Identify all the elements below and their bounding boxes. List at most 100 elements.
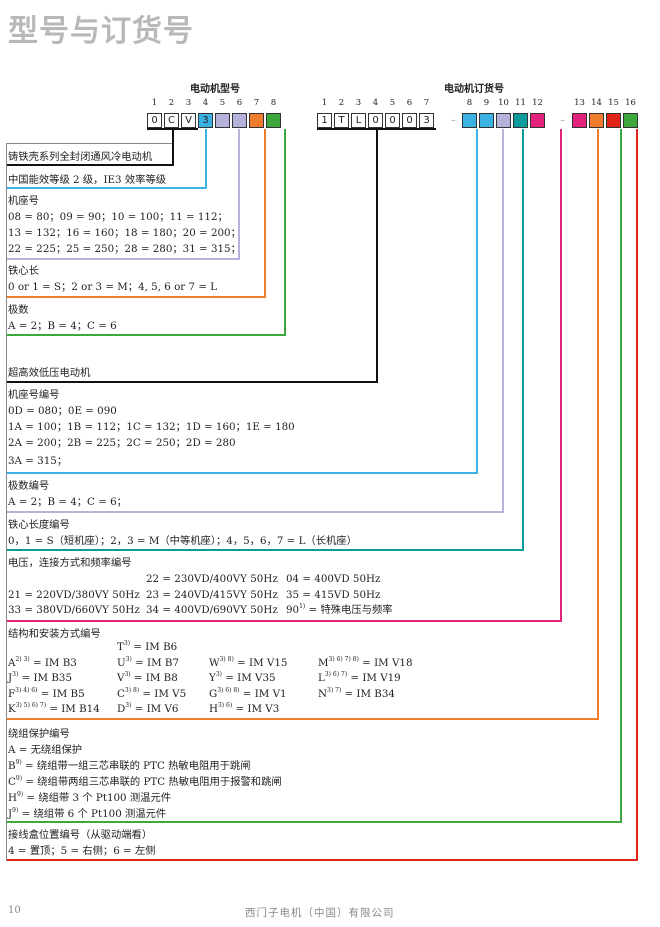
mounting-item: J3) = IM B35 xyxy=(8,671,73,685)
voltage-r1c3: 04 = 400VD 50Hz xyxy=(286,573,381,585)
voltage-r3c3: 901) = 特殊电压与频率 xyxy=(286,603,393,617)
terminal-box-line-1: 4 = 置顶；5 = 右侧；6 = 左侧 xyxy=(8,845,156,857)
section-terminal-box-title: 接线盒位置编号（从驱动端看） xyxy=(8,829,153,841)
section-poles-title: 极数 xyxy=(8,304,29,316)
poles-code-line-1: A = 2；B = 4；C = 6； xyxy=(8,496,127,508)
mounting-item: Y3) = IM V35 xyxy=(209,671,276,685)
order-pos-11: 11 xyxy=(515,98,526,108)
section-cast-iron-title: 铸铁壳系列全封闭通风冷电动机 xyxy=(8,151,153,163)
model-4-h xyxy=(6,187,207,189)
model-box-6 xyxy=(232,113,247,128)
mounting-item: A2) 3) = IM B3 xyxy=(8,656,77,670)
section-premium-title: 超高效低压电动机 xyxy=(8,367,91,379)
model-pos-6: 6 xyxy=(236,98,243,108)
winding-item: H9) = 绕组带 3 个 Pt100 测温元件 xyxy=(8,791,172,805)
model-box-8 xyxy=(266,113,281,128)
core-line-1: 0 or 1 = S；2 or 3 = M；4, 5, 6 or 7 = L xyxy=(8,281,218,293)
order-pos-8: 8 xyxy=(466,98,473,108)
order-14-h xyxy=(6,718,599,720)
order-header: 电动机订货号 xyxy=(444,84,504,95)
order-10-v xyxy=(502,129,504,513)
model-pos-5: 5 xyxy=(219,98,226,108)
section-efficiency-title: 中国能效等级 2 级，IE3 效率等级 xyxy=(8,174,167,186)
order-11-v xyxy=(522,129,524,551)
mounting-item: V3) = IM B8 xyxy=(117,671,178,685)
mounting-item: T3) = IM B6 xyxy=(117,640,178,654)
voltage-r3c1: 33 = 380VD/660VY 50Hz xyxy=(8,604,140,616)
order-12-13-v xyxy=(560,129,562,622)
frame-line-2: 13 = 132；16 = 160；18 = 180；20 = 200； xyxy=(8,227,241,239)
section-frame-title: 机座号 xyxy=(8,195,39,207)
order-pos-6: 6 xyxy=(406,98,413,108)
voltage-r2c3: 35 = 415VD 50Hz xyxy=(286,589,381,601)
section-core-title: 铁心长 xyxy=(8,265,39,277)
mounting-item: D3) = IM V6 xyxy=(117,702,179,716)
order-dash-2: – xyxy=(560,115,565,126)
model-header: 电动机型号 xyxy=(190,84,240,95)
frame-code-line-2: 1A = 100；1B = 112；1C = 132；1D = 160；1E =… xyxy=(8,421,295,433)
winding-item: C9) = 绕组带两组三芯串联的 PTC 热敏电阻用于报警和跳闸 xyxy=(8,775,282,789)
voltage-r2c2: 23 = 240VD/415VY 50Hz xyxy=(146,589,278,601)
page-number: 10 xyxy=(8,905,21,916)
order-pos-14: 14 xyxy=(591,98,602,108)
section-core-code-title: 铁心长度编号 xyxy=(8,519,70,531)
section-voltage-title: 电压，连接方式和频率编号 xyxy=(8,557,132,569)
order-16-v xyxy=(636,129,638,861)
order-dash-1: – xyxy=(451,115,456,126)
model-bracket-h xyxy=(6,164,174,166)
mounting-item: H3) 6) = IM V3 xyxy=(209,702,280,716)
order-8-9-v xyxy=(476,129,478,474)
order-box-8 xyxy=(462,113,477,128)
mounting-item: K3) 5) 6) 7) = IM B14 xyxy=(8,702,100,716)
order-pos-15: 15 xyxy=(608,98,619,108)
voltage-r2c1: 21 = 220VD/380VY 50Hz xyxy=(8,589,140,601)
voltage-r1c2: 22 = 230VD/400VY 50Hz xyxy=(146,573,278,585)
order-box-5: 0 xyxy=(385,113,400,128)
mounting-item: U3) = IM B7 xyxy=(117,656,180,670)
order-pos-10: 10 xyxy=(498,98,509,108)
model-pos-2: 2 xyxy=(168,98,175,108)
order-box-16 xyxy=(623,113,638,128)
model-pos-4: 4 xyxy=(202,98,209,108)
model-box-3: V xyxy=(181,113,196,128)
order-pos-3: 3 xyxy=(355,98,362,108)
model-box-4: 3 xyxy=(198,113,213,128)
company-name: 西门子电机（中国）有限公司 xyxy=(245,907,395,919)
order-pos-5: 5 xyxy=(389,98,396,108)
winding-item: J9) = 绕组带 6 个 Pt100 测温元件 xyxy=(8,807,167,821)
model-box-1: 0 xyxy=(147,113,162,128)
section-poles-code-title: 极数编号 xyxy=(8,480,50,492)
section-frame-code-title: 机座号编号 xyxy=(8,389,60,401)
order-pos-9: 9 xyxy=(483,98,490,108)
frame-top xyxy=(6,143,172,144)
order-12-13-h xyxy=(6,620,562,622)
model-bracket-v xyxy=(172,128,174,165)
order-pos-16: 16 xyxy=(625,98,636,108)
model-box-5 xyxy=(215,113,230,128)
model-pos-7: 7 xyxy=(253,98,260,108)
mounting-item: G3) 6) 8) = IM V1 xyxy=(209,687,287,701)
order-pos-4: 4 xyxy=(372,98,379,108)
model-pos-1: 1 xyxy=(151,98,158,108)
order-box-15 xyxy=(606,113,621,128)
order-box-4: 0 xyxy=(368,113,383,128)
voltage-r3c2: 34 = 400VD/690VY 50Hz xyxy=(146,604,278,616)
frame-code-line-3: 2A = 200；2B = 225；2C = 250；2D = 280 xyxy=(8,437,236,449)
order-box-9 xyxy=(479,113,494,128)
order-15-v xyxy=(620,129,622,823)
order-box-6: 0 xyxy=(402,113,417,128)
frame-line-3: 22 = 225；25 = 250；28 = 280；31 = 315； xyxy=(8,243,241,255)
mounting-item: F3) 4) 6) = IM B5 xyxy=(8,687,85,701)
model-7-h xyxy=(6,296,266,298)
winding-item: A = 无绕组保护 xyxy=(8,744,83,756)
frame-code-line-1: 0D = 080；0E = 090 xyxy=(8,405,117,417)
section-winding-title: 绕组保护编号 xyxy=(8,728,70,740)
order-box-13 xyxy=(572,113,587,128)
page-title: 型号与订货号 xyxy=(8,14,194,49)
order-pos-7: 7 xyxy=(423,98,430,108)
mounting-item: C3) 8) = IM V5 xyxy=(117,687,187,701)
order-pos-12: 12 xyxy=(532,98,543,108)
order-pos-13: 13 xyxy=(574,98,585,108)
core-code-line-1: 0，1 = S（短机座）；2，3 = M（中等机座）；4，5，6，7 = L（长… xyxy=(8,535,357,547)
